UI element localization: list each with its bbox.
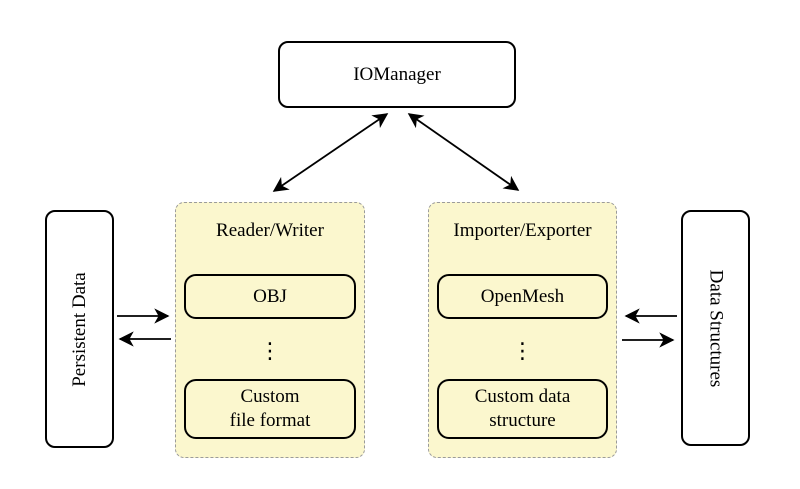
node-openmesh: OpenMesh <box>437 274 608 319</box>
node-data-structures-label: Data Structures <box>705 269 726 387</box>
node-custom-data-structure-line1: Custom data <box>474 386 571 408</box>
reader-writer-ellipsis: ⋮ <box>259 338 281 364</box>
node-persistent-data-label: Persistent Data <box>69 271 91 387</box>
group-reader-writer: Reader/Writer OBJ ⋮ Custom file format <box>175 202 365 458</box>
node-iomanager-label: IOManager <box>353 63 441 85</box>
group-importer-exporter-title: Importer/Exporter <box>453 220 592 241</box>
node-custom-file-format-line1: Custom <box>240 386 300 408</box>
group-reader-writer-title: Reader/Writer <box>216 220 324 241</box>
node-obj: OBJ <box>184 274 356 319</box>
node-persistent-data: Persistent Data <box>45 210 114 448</box>
node-custom-file-format-line2: file format <box>229 410 311 431</box>
node-iomanager: IOManager <box>278 41 516 108</box>
node-data-structures: Data Structures <box>681 210 750 446</box>
importer-exporter-ellipsis: ⋮ <box>511 338 534 364</box>
node-openmesh-label: OpenMesh <box>480 285 565 307</box>
group-importer-exporter: Importer/Exporter OpenMesh ⋮ Custom data… <box>428 202 617 458</box>
arrow-iomanager-importerexporter <box>407 113 520 191</box>
node-custom-file-format: Custom file format <box>184 379 356 439</box>
node-custom-data-structure-line2: structure <box>489 410 556 431</box>
node-obj-label: OBJ <box>253 285 287 307</box>
arrow-iomanager-readerwriter <box>272 113 389 192</box>
node-custom-data-structure: Custom data structure <box>437 379 608 439</box>
